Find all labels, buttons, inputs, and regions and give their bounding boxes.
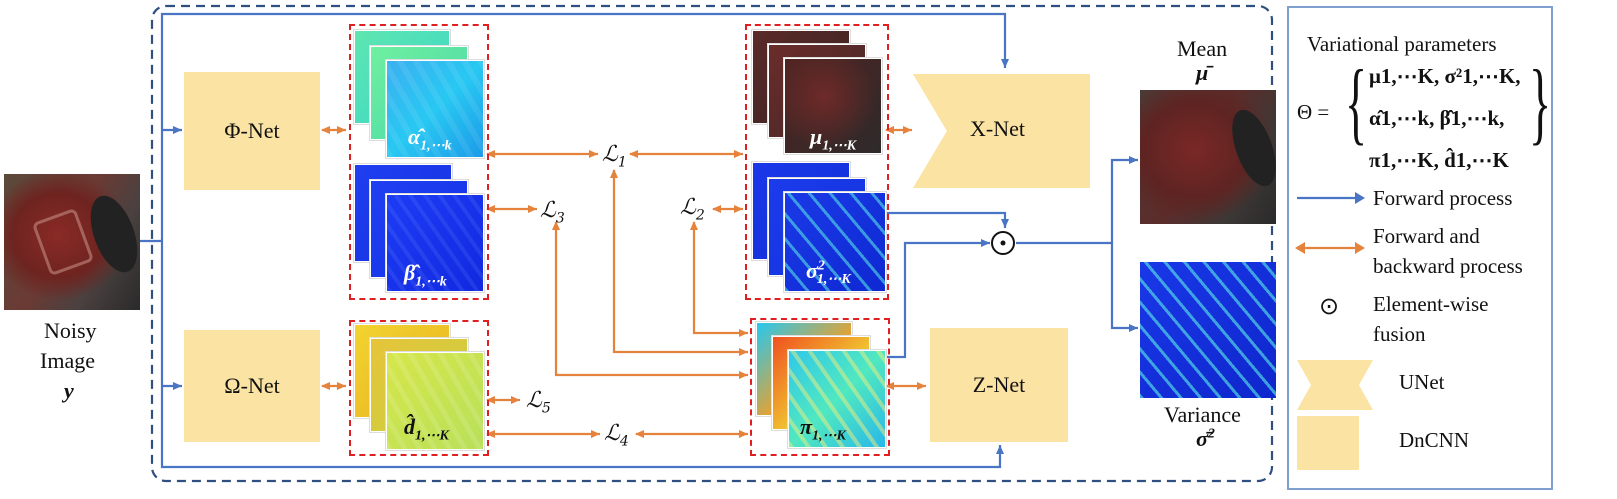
sigma-map-3 xyxy=(784,192,886,292)
legend-bidirectional-label-1: Forward and xyxy=(1373,224,1480,248)
forward-line-to-variance xyxy=(1110,243,1138,332)
d-group xyxy=(349,320,489,456)
forward-line-pi-to-fusion xyxy=(887,239,990,359)
legend-dncnn-icon xyxy=(1297,416,1359,470)
alpha-label: α̂1,⋯k xyxy=(408,124,452,154)
forward-line-to-mean xyxy=(1110,156,1138,243)
x-net-label: X-Net xyxy=(970,116,1025,141)
loss-l5: ℒ5 xyxy=(526,388,551,417)
legend-fusion-label-2: fusion xyxy=(1373,322,1426,346)
loss-l2: ℒ2 xyxy=(680,195,705,224)
legend-bidirectional-arrow xyxy=(1295,242,1365,254)
variance-symbol: σ̄2 xyxy=(1196,426,1215,451)
mean-image xyxy=(1140,90,1285,224)
variance-image xyxy=(1140,262,1276,398)
outer-dashed-frame xyxy=(150,4,1274,483)
legend-unet-label: UNet xyxy=(1399,370,1445,394)
input-title-2: Image xyxy=(40,348,95,373)
beta-label: β̂1,⋯k xyxy=(404,260,447,290)
alpha-beta-group xyxy=(349,24,489,300)
loss-l3: ℒ3 xyxy=(540,198,565,227)
d-label: d̂1,⋯K xyxy=(404,414,449,444)
bi-l3-pi xyxy=(552,221,748,379)
legend-dncnn-label: DnCNN xyxy=(1399,428,1470,452)
input-symbol: y xyxy=(64,378,74,403)
loss-l1: ℒ1 xyxy=(602,142,627,171)
legend-fusion-label-1: Element-wise xyxy=(1373,292,1489,316)
d-map-3 xyxy=(386,352,484,450)
legend-line1: μ1,⋯K, σ²1,⋯K, xyxy=(1369,64,1521,88)
forward-line-sigma-to-fusion xyxy=(885,211,1009,228)
legend-forward-label: Forward process xyxy=(1373,186,1513,210)
mean-symbol: μ̄ xyxy=(1196,60,1209,85)
omega-net-label: Ω-Net xyxy=(224,373,280,398)
bi-l2-pi xyxy=(690,221,748,337)
forward-line-top xyxy=(160,12,1009,241)
legend-panel: Variational parameters Θ = { } μ1,⋯K, σ²… xyxy=(1287,6,1553,490)
legend-line2: α̂1,⋯k, β̂1,⋯k, xyxy=(1369,106,1505,130)
mean-label: Mean xyxy=(1177,36,1228,61)
omega-net-box: Ω-Net xyxy=(184,330,320,442)
z-net-box: Z-Net xyxy=(930,328,1068,442)
pi-group xyxy=(750,318,890,456)
pi-map-3 xyxy=(788,350,886,448)
legend-fusion-icon: ⊙ xyxy=(1319,294,1340,320)
beta-map-3 xyxy=(386,194,484,292)
phi-net-label: Φ-Net xyxy=(224,118,280,143)
z-net-label: Z-Net xyxy=(972,372,1026,397)
phi-net-box: Φ-Net xyxy=(184,72,320,190)
legend-theta: Θ = xyxy=(1297,100,1330,124)
sigma-label: σ21,⋯K xyxy=(806,258,851,288)
legend-brace: { xyxy=(1345,51,1368,153)
legend-unet-icon xyxy=(1297,360,1373,410)
forward-line-bottom xyxy=(160,241,1004,469)
alpha-map-3 xyxy=(386,60,484,158)
pi-label: π1,⋯K xyxy=(800,414,846,444)
mu-map-3 xyxy=(784,58,882,154)
legend-brace-right: } xyxy=(1529,51,1552,153)
legend-bidirectional-label-2: backward process xyxy=(1373,254,1523,278)
legend-title: Variational parameters xyxy=(1307,32,1497,56)
noisy-image xyxy=(4,174,147,310)
loss-l4: ℒ4 xyxy=(604,421,629,450)
variance-label: Variance xyxy=(1164,402,1241,427)
mu-label: μ1,⋯K xyxy=(810,124,857,154)
mu-sigma-group xyxy=(745,24,889,300)
input-title-1: Noisy xyxy=(44,318,97,343)
legend-forward-arrow xyxy=(1297,192,1365,204)
legend-line3: π1,⋯K, d̂1,⋯K xyxy=(1369,148,1509,172)
